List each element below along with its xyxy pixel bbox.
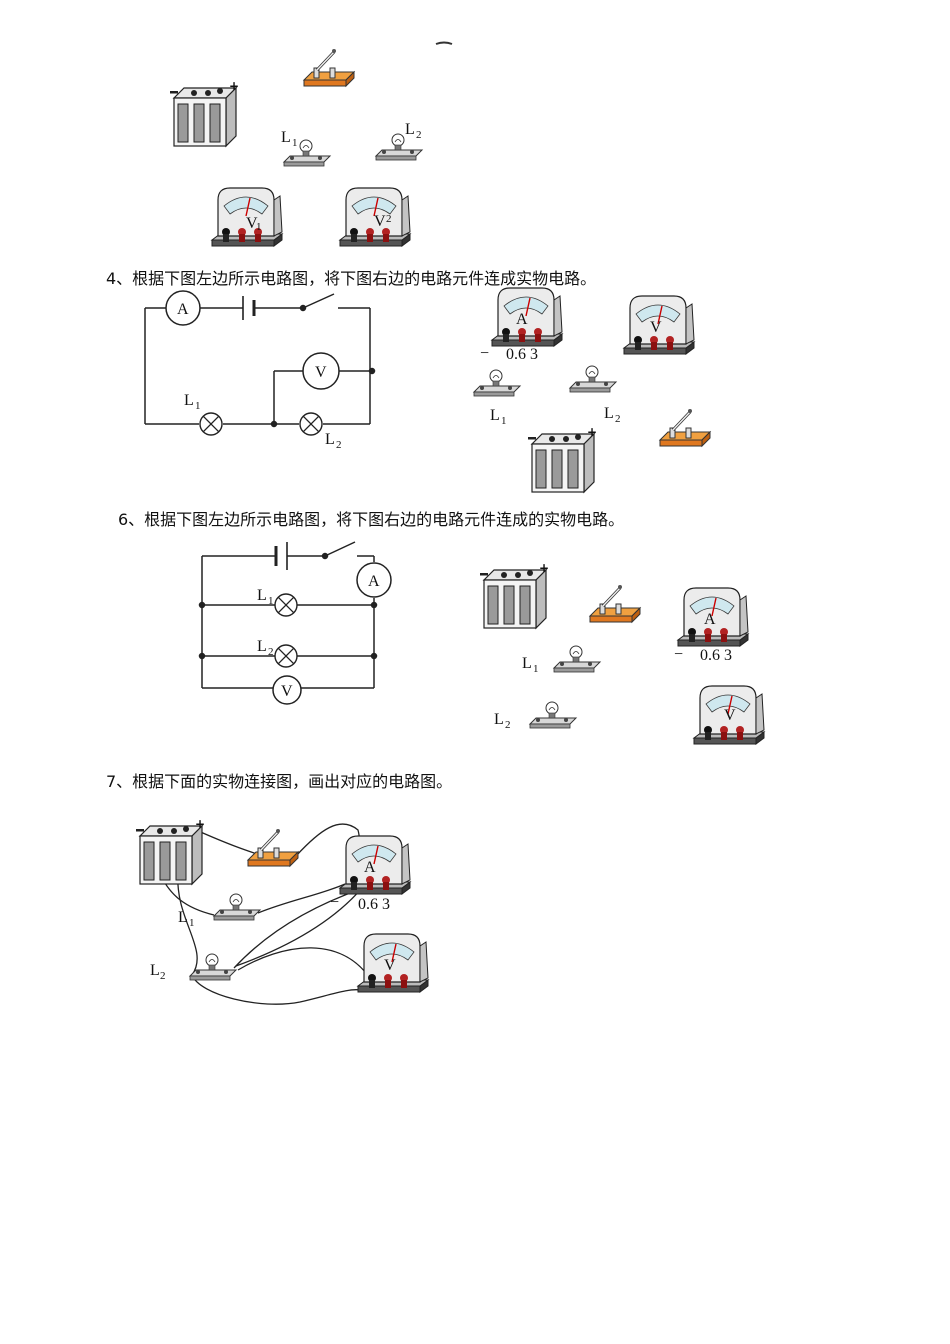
svg-text:V: V — [724, 707, 736, 724]
switch-icon — [302, 47, 356, 88]
battery-icon — [479, 560, 550, 629]
svg-text:1: 1 — [268, 595, 274, 607]
q6-voltmeter-symbol: V — [272, 675, 302, 705]
bulb-icon — [569, 365, 617, 393]
switch-icon — [658, 407, 712, 448]
q6-lamp-l1 — [274, 593, 298, 617]
label-l2: L — [604, 405, 614, 422]
svg-text:V: V — [315, 364, 327, 381]
battery-icon — [527, 424, 598, 493]
svg-text:A: A — [516, 311, 528, 328]
label-l1: L — [490, 407, 500, 424]
label-l2: L — [494, 711, 504, 728]
battery-icon — [135, 816, 206, 885]
bulb-icon — [283, 139, 331, 167]
svg-text:1: 1 — [189, 917, 195, 929]
q6-ammeter-symbol: A — [356, 562, 392, 598]
label-l1: L — [522, 655, 532, 672]
label-l2: L — [150, 962, 160, 979]
label-l1: L — [178, 909, 188, 926]
svg-text:A: A — [177, 301, 189, 318]
bulb-icon — [213, 893, 261, 921]
svg-text:A: A — [704, 611, 716, 628]
svg-text:V: V — [246, 215, 258, 232]
svg-text:1: 1 — [533, 663, 539, 675]
svg-text:A: A — [364, 859, 376, 876]
svg-text:−: − — [674, 646, 683, 663]
q6-components: A − 0.6 3 L 1 L 2 V — [479, 560, 765, 745]
switch-icon — [246, 827, 300, 868]
q3-components: L 1 L 2 V 1 V 2 — [169, 41, 453, 247]
switch-icon — [588, 583, 642, 624]
q7-components: A − 0.6 3 L 1 L 2 V — [135, 816, 429, 993]
svg-text:V: V — [374, 213, 386, 230]
svg-text:0.6 3: 0.6 3 — [700, 647, 732, 664]
svg-text:V: V — [281, 683, 293, 700]
label-l1: L — [281, 129, 291, 146]
svg-text:2: 2 — [615, 413, 621, 425]
svg-text:A: A — [368, 573, 380, 590]
svg-text:2: 2 — [268, 646, 274, 658]
bulb-icon — [473, 369, 521, 397]
svg-text:V: V — [384, 957, 396, 974]
question-6-text: 6、根据下图左边所示电路图，将下图右边的电路元件连成的实物电路。 — [118, 510, 625, 529]
svg-text:1: 1 — [195, 400, 201, 412]
bulb-icon — [553, 645, 601, 673]
svg-text:1: 1 — [501, 415, 507, 427]
svg-text:1: 1 — [256, 221, 262, 233]
q4-lamp-l1 — [199, 412, 223, 436]
svg-text:−: − — [330, 894, 339, 911]
svg-text:0.6 3: 0.6 3 — [358, 896, 390, 913]
question-7-text: 7、根据下面的实物连接图，画出对应的电路图。 — [106, 772, 453, 791]
svg-text:2: 2 — [386, 213, 392, 225]
svg-text:2: 2 — [336, 439, 342, 451]
q6-label-l2: L — [257, 638, 267, 655]
question-4-text: 4、根据下图左边所示电路图，将下图右边的电路元件连成实物电路。 — [106, 269, 597, 288]
q6-lamp-l2 — [274, 644, 298, 668]
label-l2: L — [405, 121, 415, 138]
q6-circuit-diagram — [198, 541, 378, 689]
svg-text:2: 2 — [160, 970, 166, 982]
q4-circuit-diagram — [144, 293, 376, 428]
svg-text:V: V — [650, 319, 662, 336]
svg-text:2: 2 — [505, 719, 511, 731]
q4-lamp-l2 — [299, 412, 323, 436]
svg-text:1: 1 — [292, 137, 298, 149]
svg-text:2: 2 — [416, 129, 422, 141]
q4-label-l1: L — [184, 392, 194, 409]
battery-icon — [169, 78, 240, 147]
q4-label-l2: L — [325, 431, 335, 448]
svg-text:−: − — [480, 345, 489, 362]
q6-label-l1: L — [257, 587, 267, 604]
bulb-icon — [529, 701, 577, 729]
q4-voltmeter-symbol: V — [302, 352, 340, 390]
q4-components: A − 0.6 3 V L 1 L 2 — [473, 287, 712, 493]
svg-text:0.6 3: 0.6 3 — [506, 346, 538, 363]
q4-ammeter-symbol: A — [165, 290, 201, 326]
